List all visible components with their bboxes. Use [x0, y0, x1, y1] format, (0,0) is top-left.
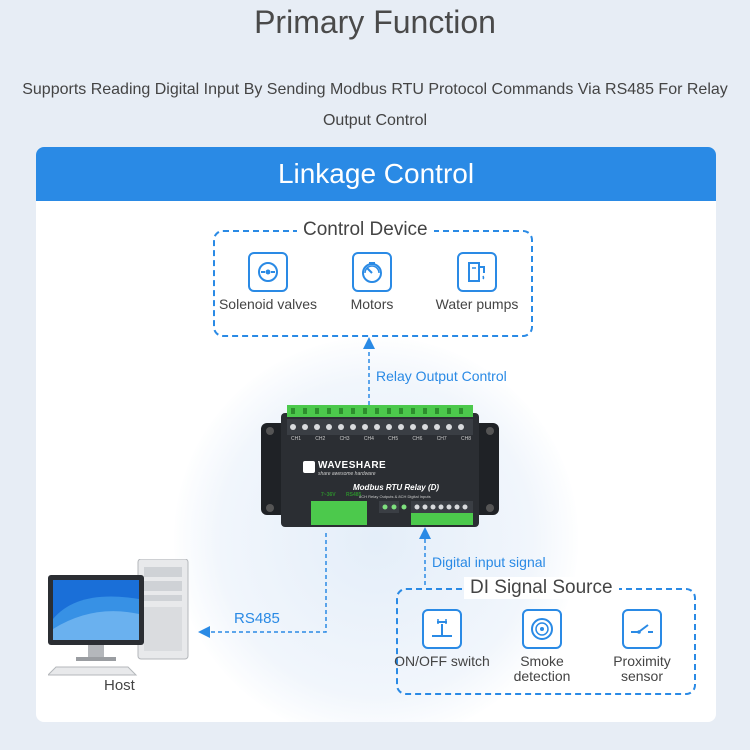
connection-lines: [198, 337, 431, 638]
host-label: Host: [104, 677, 135, 694]
rs485-line: [198, 533, 327, 638]
channel-label: CH8: [460, 436, 471, 442]
di-signal-source-box: DI Signal Source ON/OFF switch Smoke det…: [394, 577, 696, 695]
item-label: Proximity sensor: [613, 653, 671, 684]
channel-label: CH4: [363, 436, 374, 442]
item-on-off-switch: ON/OFF switch: [392, 609, 492, 669]
item-label: Solenoid valves: [218, 296, 318, 312]
item-label: ON/OFF switch: [394, 653, 490, 669]
device-brand: WAVESHARE: [318, 460, 387, 471]
control-device-box: Control Device Solenoid valves Motors Wa…: [213, 219, 533, 337]
di-signal-source-title: DI Signal Source: [464, 577, 619, 599]
water-pump-icon: [457, 252, 497, 292]
channel-label: CH2: [315, 436, 326, 442]
device-model: Modbus RTU Relay (D): [353, 483, 440, 492]
channel-label: CH6: [412, 436, 423, 442]
solenoid-valve-icon: [248, 252, 288, 292]
relay-output-label: Relay Output Control: [376, 368, 507, 384]
item-label: Smoke detection: [513, 653, 571, 684]
item-solenoid-valves: Solenoid valves: [218, 252, 318, 312]
proximity-sensor-icon: [622, 609, 662, 649]
linkage-card: Linkage Control Control Device Solenoid …: [36, 147, 716, 722]
switch-icon: [422, 609, 462, 649]
item-proximity-sensor: Proximity sensor: [592, 609, 692, 684]
item-motors: Motors: [322, 252, 422, 312]
control-device-title: Control Device: [297, 219, 434, 241]
card-title: Linkage Control: [36, 147, 716, 201]
device-rs485-label: RS485: [346, 492, 362, 498]
item-label: Motors: [350, 296, 394, 312]
channel-label: CH3: [339, 436, 350, 442]
item-water-pumps: Water pumps: [427, 252, 527, 312]
page-subtitle: Supports Reading Digital Input By Sendin…: [22, 81, 728, 129]
device-tagline: share awesome hardware: [318, 471, 376, 477]
device-description: 8CH Relay Outputs & 8CH Digital Inputs: [359, 494, 431, 499]
device-channels: CH1 CH2 CH3 CH4 CH5 CH6 CH7 CH8: [291, 436, 471, 442]
motor-icon: [352, 252, 392, 292]
channel-label: CH1: [291, 436, 302, 442]
item-smoke-detection: Smoke detection: [492, 609, 592, 684]
page-title: Primary Function: [254, 4, 496, 40]
background-glow: [174, 337, 578, 722]
rs485-label: RS485: [234, 610, 280, 627]
smoke-detector-icon: [522, 609, 562, 649]
item-label: Water pumps: [435, 296, 519, 312]
host-computer: [46, 558, 198, 684]
channel-label: CH7: [436, 436, 447, 442]
digital-input-label: Digital input signal: [432, 554, 546, 570]
device-power-label: 7~36V: [321, 492, 336, 498]
channel-label: CH5: [388, 436, 399, 442]
relay-device: CH1 CH2 CH3 CH4 CH5 CH6 CH7 CH8 WAVESHAR…: [261, 405, 499, 535]
